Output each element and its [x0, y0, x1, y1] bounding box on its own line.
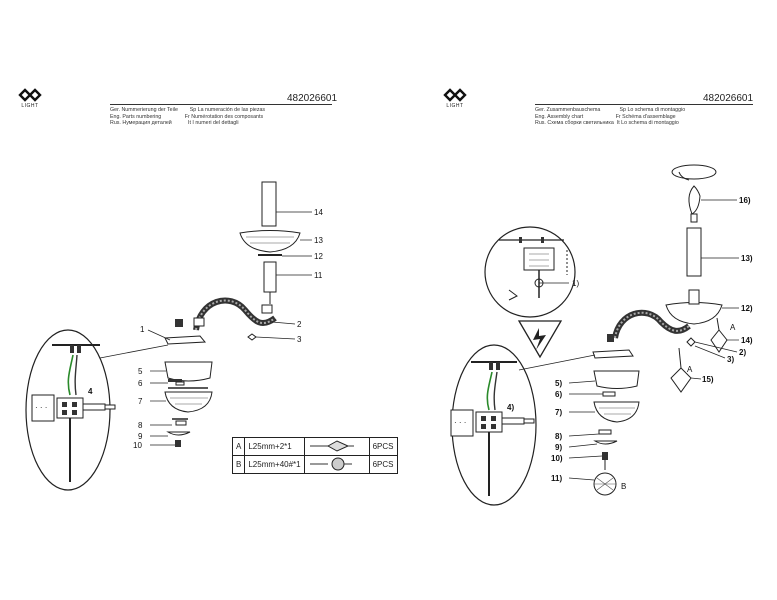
part-label-10: 10 — [133, 441, 142, 450]
table-key: A — [231, 437, 246, 456]
crystal-a-label: A — [730, 323, 736, 332]
part-label-4: 4 — [88, 387, 93, 396]
crystal-a-label-2: A — [687, 365, 693, 374]
step-label-13: 13) — [741, 254, 753, 263]
brand-logo: LIGHT — [18, 88, 42, 109]
step-label-16: 16) — [739, 196, 751, 205]
step-label-4: 4) — [507, 403, 514, 412]
step-label-3: 3) — [727, 355, 734, 364]
step-label-9: 9) — [555, 443, 562, 452]
parts-drawing: · · · — [25, 181, 323, 491]
caption-sp: Sp La numeración de las piezas — [189, 107, 266, 113]
mounting-detail-circle — [484, 226, 576, 318]
crystal-b-label: B — [621, 482, 626, 491]
caption-fr: Fr Numérotation des composants — [184, 113, 264, 120]
caption-eng: Eng. Assembly chart — [535, 113, 584, 120]
caption-sp: Sp Lo schema di montaggio — [619, 107, 686, 113]
crystal-a-icon — [303, 437, 370, 456]
caption-block: Ger. Zusammenbauschema Sp Lo schema di m… — [535, 107, 685, 127]
table-key: B — [231, 455, 246, 474]
part-label-6: 6 — [138, 379, 143, 388]
brand-logo: LIGHT — [443, 88, 467, 109]
parts-numbering-sheet: LIGHT 482026601 Ger. Nummerierung der Te… — [0, 0, 398, 600]
table-qty: 6PCS — [368, 455, 398, 474]
product-code: 482026601 — [287, 93, 338, 104]
svg-text:· · ·: · · · — [35, 403, 47, 412]
part-label-14: 14 — [314, 208, 323, 217]
assembly-chart-sheet: LIGHT 482026601 Ger. Zusammenbauschema S… — [389, 0, 777, 600]
caption-it: It Lo schema di montaggio — [616, 120, 679, 127]
part-label-11: 11 — [314, 271, 323, 280]
table-row: A L25mm+2*1 6PCS — [231, 437, 398, 456]
step-label-15: 15) — [702, 375, 714, 384]
step-label-8: 8) — [555, 432, 562, 441]
table-spec: L25mm+40#*1 — [244, 455, 305, 474]
part-label-3: 3 — [297, 335, 302, 344]
product-code: 482026601 — [703, 93, 754, 104]
part-label-8: 8 — [138, 421, 143, 430]
crystal-b-icon — [303, 455, 370, 474]
part-label-12: 12 — [314, 252, 323, 261]
step-label-12: 12) — [741, 304, 753, 313]
logo-text: LIGHT — [446, 103, 464, 109]
header-rule — [535, 104, 753, 105]
caption-it: It I numeri del dettagli — [187, 120, 239, 127]
part-label-13: 13 — [314, 236, 323, 245]
caption-block: Ger. Nummerierung der Teile Sp La numera… — [110, 107, 265, 127]
caption-rus: Rus. Схема сборки светильника — [535, 120, 614, 127]
step-label-1: 1) — [572, 279, 579, 288]
step-label-11: 11) — [551, 474, 562, 483]
header-rule — [110, 104, 332, 105]
logo-text: LIGHT — [21, 103, 39, 109]
table-spec: L25mm+2*1 — [244, 437, 305, 456]
step-label-6: 6) — [555, 390, 562, 399]
caption-fr: Fr Schéma d'assemblage — [615, 113, 676, 120]
caption-ger: Ger. Nummerierung der Teile — [110, 107, 178, 113]
detail-ellipse — [25, 329, 111, 491]
svg-text:· · ·: · · · — [454, 418, 466, 427]
caption-rus: Rus. Нумерация деталей — [110, 120, 172, 127]
caption-ger: Ger. Zusammenbauschema — [535, 107, 601, 113]
part-label-5: 5 — [138, 367, 143, 376]
part-label-9: 9 — [138, 432, 143, 441]
crystal-parts-table: A L25mm+2*1 6PCS B L25mm+40#*1 6PCS — [231, 437, 398, 474]
part-label-1: 1 — [140, 325, 145, 334]
table-row: B L25mm+40#*1 6PCS — [231, 455, 398, 474]
step-label-7: 7) — [555, 408, 562, 417]
step-label-10: 10) — [551, 454, 563, 463]
assembly-drawing: · · · — [450, 164, 753, 506]
part-label-2: 2 — [297, 320, 302, 329]
step-label-5: 5) — [555, 379, 562, 388]
step-label-2: 2) — [739, 348, 746, 357]
step-label-14: 14) — [741, 336, 753, 345]
caption-eng: Eng. Parts numbering — [110, 113, 162, 120]
part-label-7: 7 — [138, 397, 143, 406]
